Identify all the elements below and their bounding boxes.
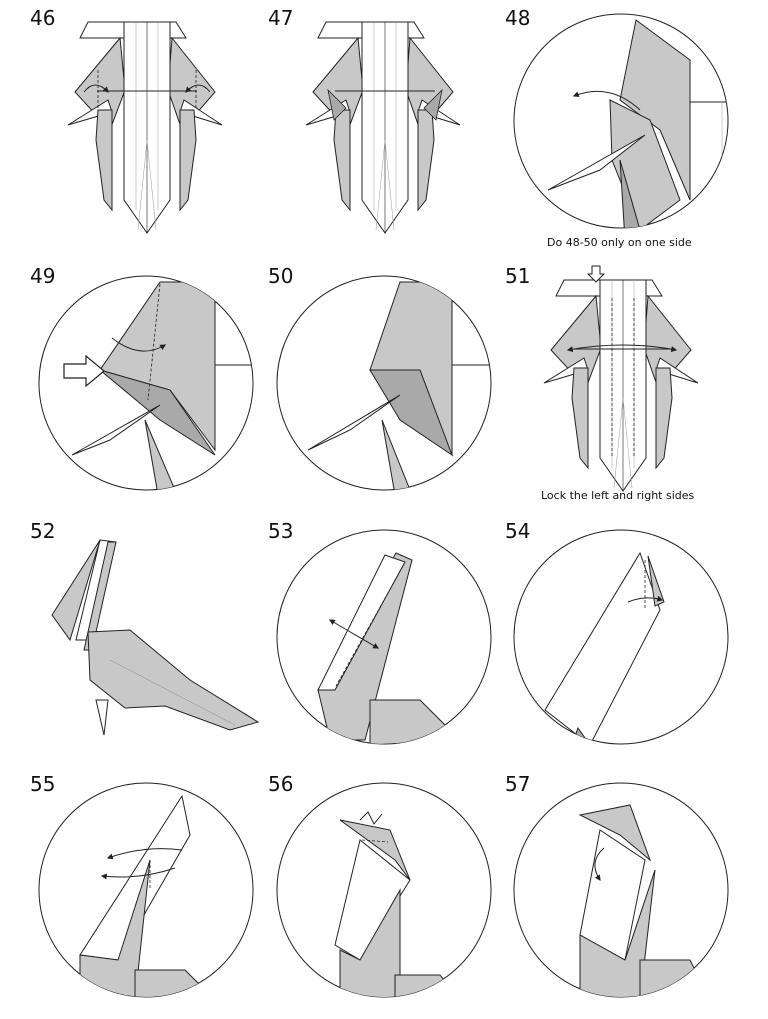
step-number-56: 56 bbox=[268, 772, 294, 796]
step-51-drawing bbox=[543, 265, 699, 492]
step-number-54: 54 bbox=[505, 519, 531, 543]
step-number-49: 49 bbox=[30, 264, 56, 288]
step-number-55: 55 bbox=[30, 772, 56, 796]
step-50-drawing bbox=[276, 275, 492, 491]
caption-step-48: Do 48-50 only on one side bbox=[547, 236, 692, 249]
push-arrow-icon bbox=[63, 354, 105, 388]
step-46-drawing bbox=[67, 21, 223, 234]
push-down-arrow-icon bbox=[586, 265, 606, 283]
step-57-drawing bbox=[513, 782, 729, 998]
step-number-57: 57 bbox=[505, 772, 531, 796]
step-52-drawing bbox=[51, 539, 260, 736]
step-number-50: 50 bbox=[268, 264, 294, 288]
step-55-drawing bbox=[38, 782, 254, 998]
pleat-arrow-icon bbox=[359, 811, 383, 825]
step-56-drawing bbox=[276, 782, 492, 998]
step-53-drawing bbox=[276, 529, 492, 745]
step-number-46: 46 bbox=[30, 6, 56, 30]
step-49-drawing bbox=[38, 275, 254, 491]
step-number-48: 48 bbox=[505, 6, 531, 30]
step-number-52: 52 bbox=[30, 519, 56, 543]
step-number-51: 51 bbox=[505, 264, 531, 288]
caption-step-51: Lock the left and right sides bbox=[541, 489, 695, 502]
step-47-drawing bbox=[305, 21, 461, 234]
step-48-drawing bbox=[513, 13, 729, 229]
step-number-47: 47 bbox=[268, 6, 294, 30]
step-number-53: 53 bbox=[268, 519, 294, 543]
step-54-drawing bbox=[513, 529, 729, 745]
